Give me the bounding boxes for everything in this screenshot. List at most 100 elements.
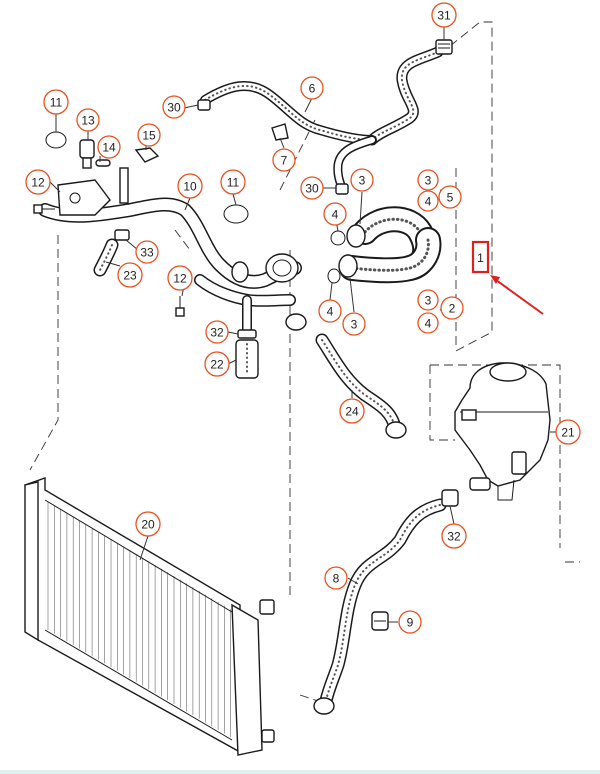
- highlight-label: 1: [477, 251, 484, 265]
- callout-circle: [440, 296, 464, 320]
- callout-c4c: 4: [417, 312, 439, 334]
- callout-label: 12: [31, 176, 45, 190]
- clip-7: [271, 123, 289, 141]
- clamp-3a: [346, 224, 366, 248]
- callout-label: 3: [425, 294, 432, 308]
- callout-circle: [135, 511, 161, 537]
- callout-label: 13: [81, 114, 95, 128]
- clip-30b: [335, 183, 349, 195]
- bolt-12b: [175, 296, 185, 317]
- callout-circle: [117, 262, 143, 288]
- callout-label: 21: [561, 426, 575, 440]
- cap-31: [435, 39, 453, 55]
- hose-23: [93, 238, 119, 277]
- bolt-12a: [33, 204, 55, 214]
- callout-c32b: 32: [441, 523, 467, 549]
- callout-c22: 22: [204, 351, 230, 377]
- callout-circle: [43, 89, 69, 115]
- callout-label: 24: [345, 405, 359, 419]
- arrow-head-icon: [490, 275, 500, 284]
- callout-c11b: 11: [220, 169, 246, 195]
- callout-label: 11: [227, 176, 240, 190]
- callout-c12b: 12: [167, 265, 193, 291]
- callout-c9: 9: [398, 610, 422, 634]
- pipe-10-assembly: [38, 167, 307, 335]
- radiator-drain: [261, 729, 275, 743]
- clamp-3b: [338, 254, 358, 278]
- hose-24: [315, 333, 402, 435]
- o-ring-11b: [223, 204, 249, 224]
- callout-label: 12: [173, 272, 187, 286]
- o-ring-11a: [45, 131, 67, 149]
- sensor-13: [79, 139, 95, 169]
- callout-label: 5: [447, 191, 454, 205]
- callout-circle: [167, 265, 193, 291]
- hose-22: [235, 339, 259, 379]
- tank-cap: [489, 362, 527, 382]
- callout-label: 10: [183, 180, 197, 194]
- hose-6: [200, 80, 377, 145]
- callout-label: 9: [407, 616, 414, 630]
- callout-label: 32: [210, 326, 224, 340]
- callout-c30b: 30: [300, 176, 324, 200]
- outline-upper-right: [449, 21, 493, 353]
- callout-c6: 6: [300, 76, 324, 100]
- hose-top-right: [366, 46, 444, 146]
- callout-circle: [318, 299, 342, 323]
- outline-left: [29, 235, 59, 471]
- callout-circle: [177, 173, 203, 199]
- callout-c13: 13: [76, 108, 100, 132]
- hose-2: [339, 227, 442, 284]
- o-ring-4a: [330, 230, 346, 246]
- radiator-fins: [47, 502, 231, 738]
- sensor-rod: [119, 167, 129, 204]
- hose-8: [318, 498, 447, 712]
- clamp-32a: [237, 329, 257, 339]
- callout-label: 4: [425, 317, 432, 331]
- left-flange: [57, 179, 111, 216]
- callout-circle: [220, 169, 246, 195]
- callout-c2: 2: [440, 296, 464, 320]
- hose-24-end: [385, 421, 407, 439]
- callout-circle: [135, 240, 159, 264]
- callout-c8: 8: [324, 566, 348, 590]
- callout-circle: [97, 135, 121, 159]
- outline-bottom: [299, 694, 331, 706]
- callout-circle: [25, 169, 51, 195]
- thermostat-housing: [265, 253, 299, 283]
- callout-circle: [323, 202, 347, 226]
- callout-c10: 10: [177, 173, 203, 199]
- radiator-right-tank: [231, 603, 263, 756]
- callout-c20: 20: [135, 511, 161, 537]
- callout-label: 31: [437, 9, 451, 23]
- callout-c4d: 4: [318, 299, 342, 323]
- radiator-left-tank: [24, 481, 39, 642]
- clip-14: [95, 159, 111, 167]
- callout-circle: [350, 168, 374, 192]
- highlight-box: [471, 240, 490, 274]
- callout-label: 3: [351, 318, 358, 332]
- highlight-group: 1: [471, 240, 544, 315]
- clamp-32b: [441, 489, 459, 507]
- outline-tank-left: [429, 365, 455, 441]
- hose-8-fitting: [313, 697, 335, 715]
- callout-c31: 31: [431, 2, 457, 28]
- clamp-33: [114, 229, 130, 241]
- outline-tank-top: [430, 364, 561, 548]
- hose-small-down: [333, 135, 377, 193]
- callout-label: 22: [210, 358, 224, 372]
- callout-c11a: 11: [43, 89, 69, 115]
- callout-circle: [205, 320, 229, 344]
- callout-c3c: 3: [417, 289, 439, 311]
- callout-c3a: 3: [350, 168, 374, 192]
- callout-label: 3: [425, 174, 432, 188]
- callout-circle: [431, 2, 457, 28]
- clip-30a: [197, 99, 211, 111]
- callout-label: 7: [281, 154, 288, 168]
- callout-circle: [300, 176, 324, 200]
- callout-label: 32: [447, 530, 461, 544]
- callout-circle: [324, 566, 348, 590]
